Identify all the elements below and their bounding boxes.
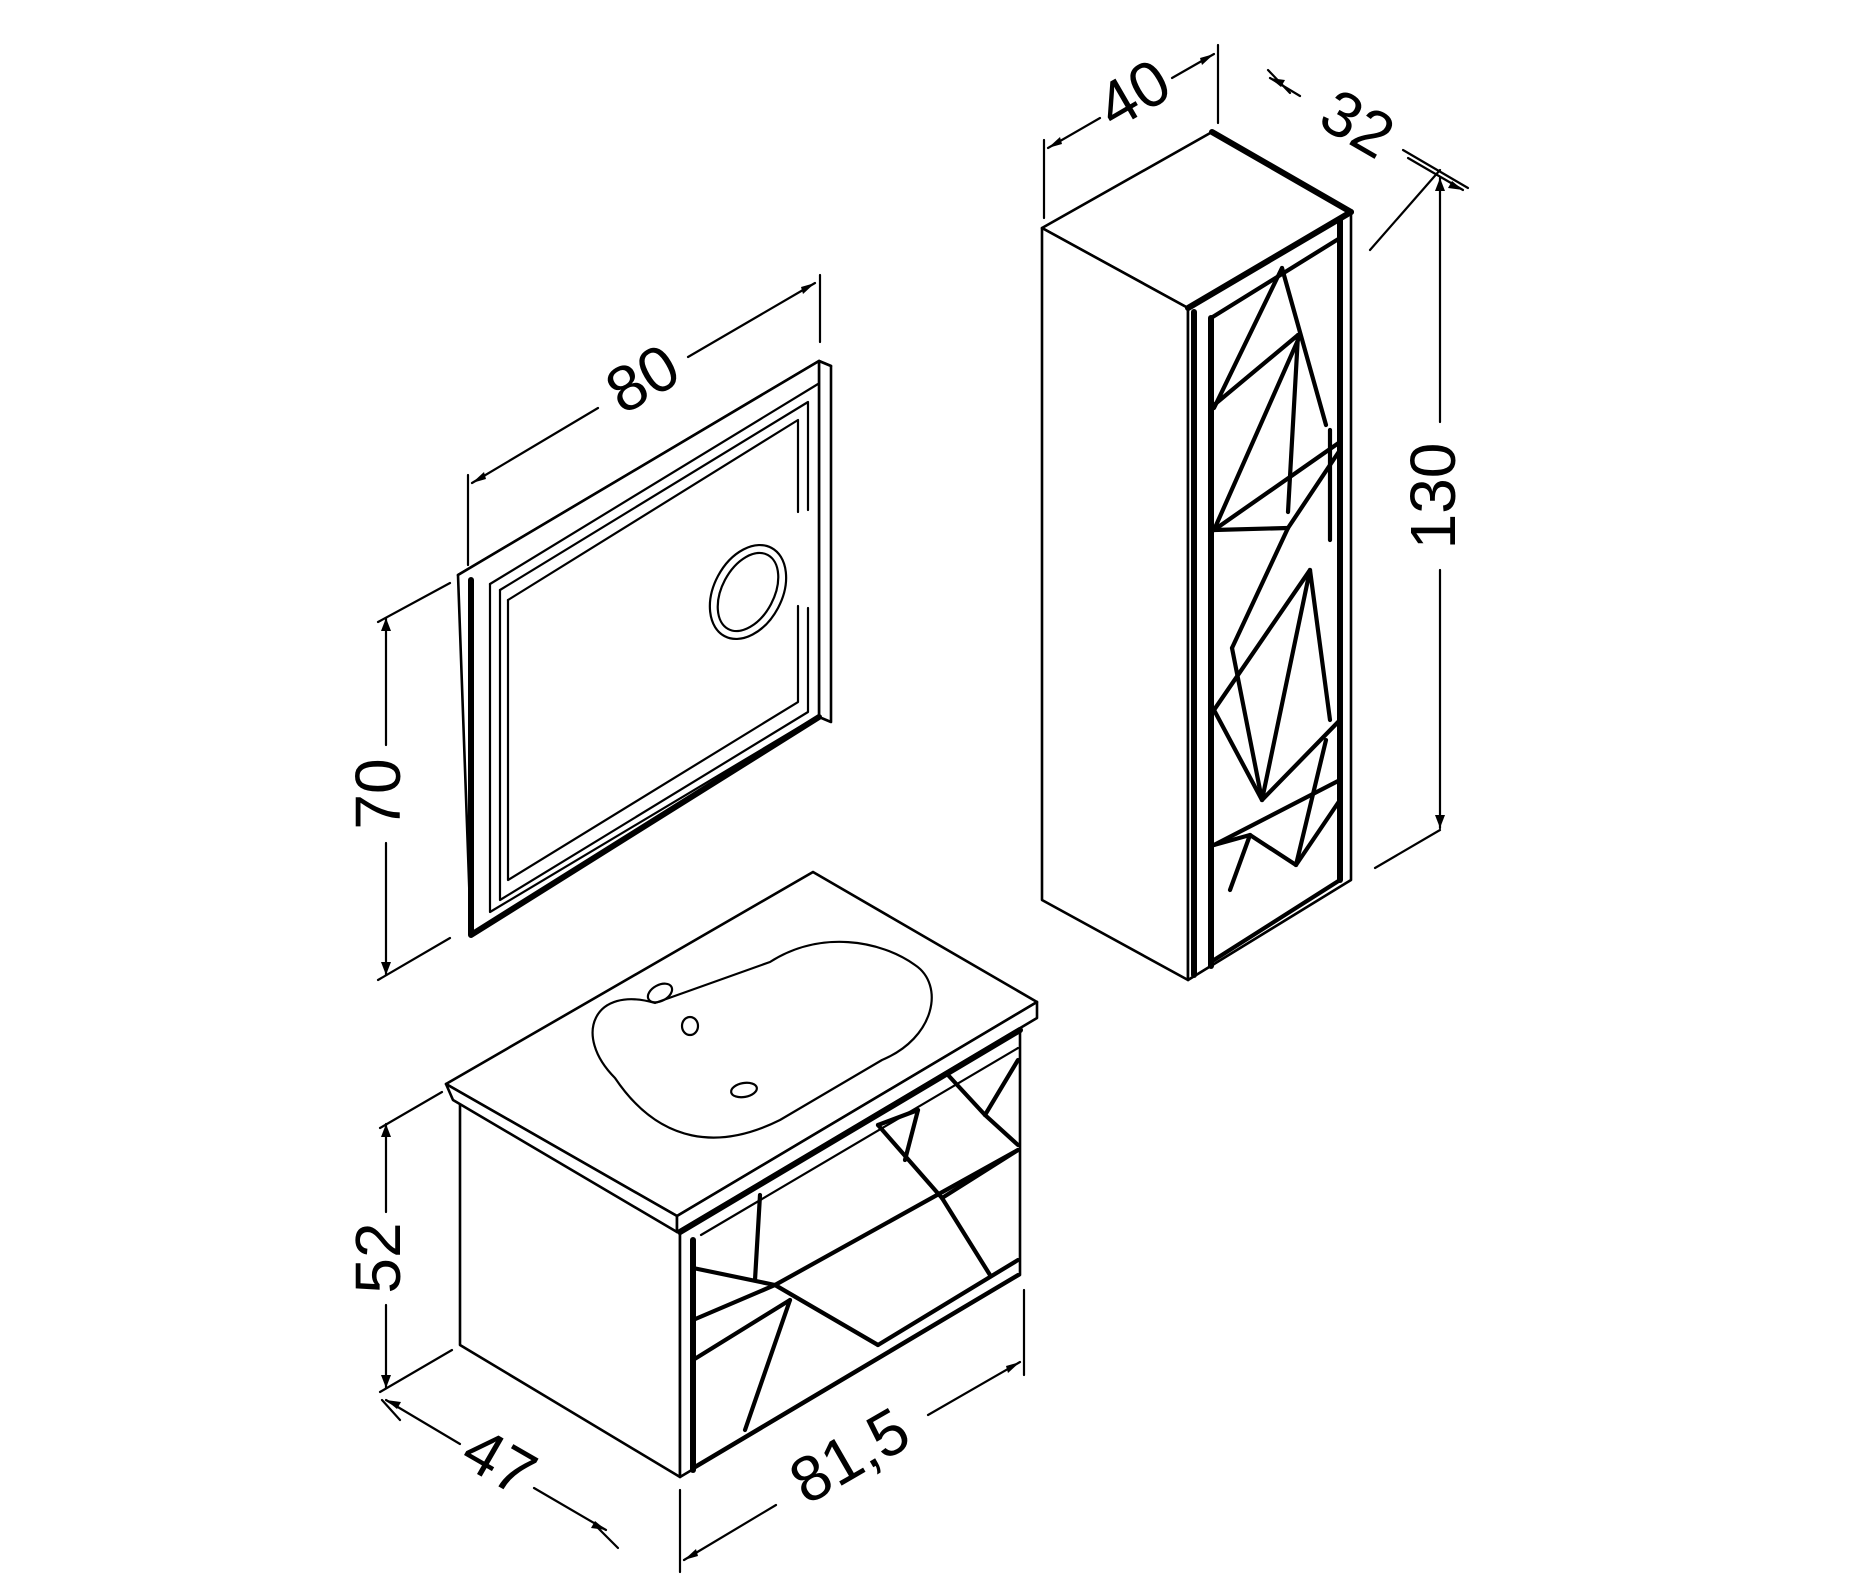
drain xyxy=(680,1015,700,1037)
vanity-width-label: 81,5 xyxy=(778,1393,922,1518)
cabinet-width-label: 40 xyxy=(1085,45,1183,143)
vanity-height-label: 52 xyxy=(342,1222,414,1293)
mirror-width-label: 80 xyxy=(594,330,692,428)
cabinet-depth-label: 32 xyxy=(1309,75,1407,173)
dimension-vanity-height: 52 xyxy=(342,1090,454,1394)
tap-hole xyxy=(646,982,674,1004)
dimension-mirror-height: 70 xyxy=(342,581,452,982)
vanity-unit xyxy=(444,870,1039,1479)
mirror-height-label: 70 xyxy=(342,758,414,829)
basin xyxy=(591,940,933,1139)
cabinet-height-label: 130 xyxy=(1397,443,1469,550)
vanity-depth-label: 47 xyxy=(451,1413,549,1511)
cabinet-side xyxy=(1040,226,1190,982)
dimension-cabinet-height: 130 xyxy=(1368,168,1469,870)
cabinet-door-pattern xyxy=(1208,235,1343,963)
mirror xyxy=(456,359,833,938)
mirror-frame xyxy=(456,359,821,937)
drawer-front-pattern xyxy=(690,1057,1021,1471)
magnifier-ring xyxy=(708,543,788,641)
overflow xyxy=(730,1081,758,1099)
dimension-vanity-depth: 47 xyxy=(380,1398,620,1550)
tall-cabinet xyxy=(1040,129,1354,982)
